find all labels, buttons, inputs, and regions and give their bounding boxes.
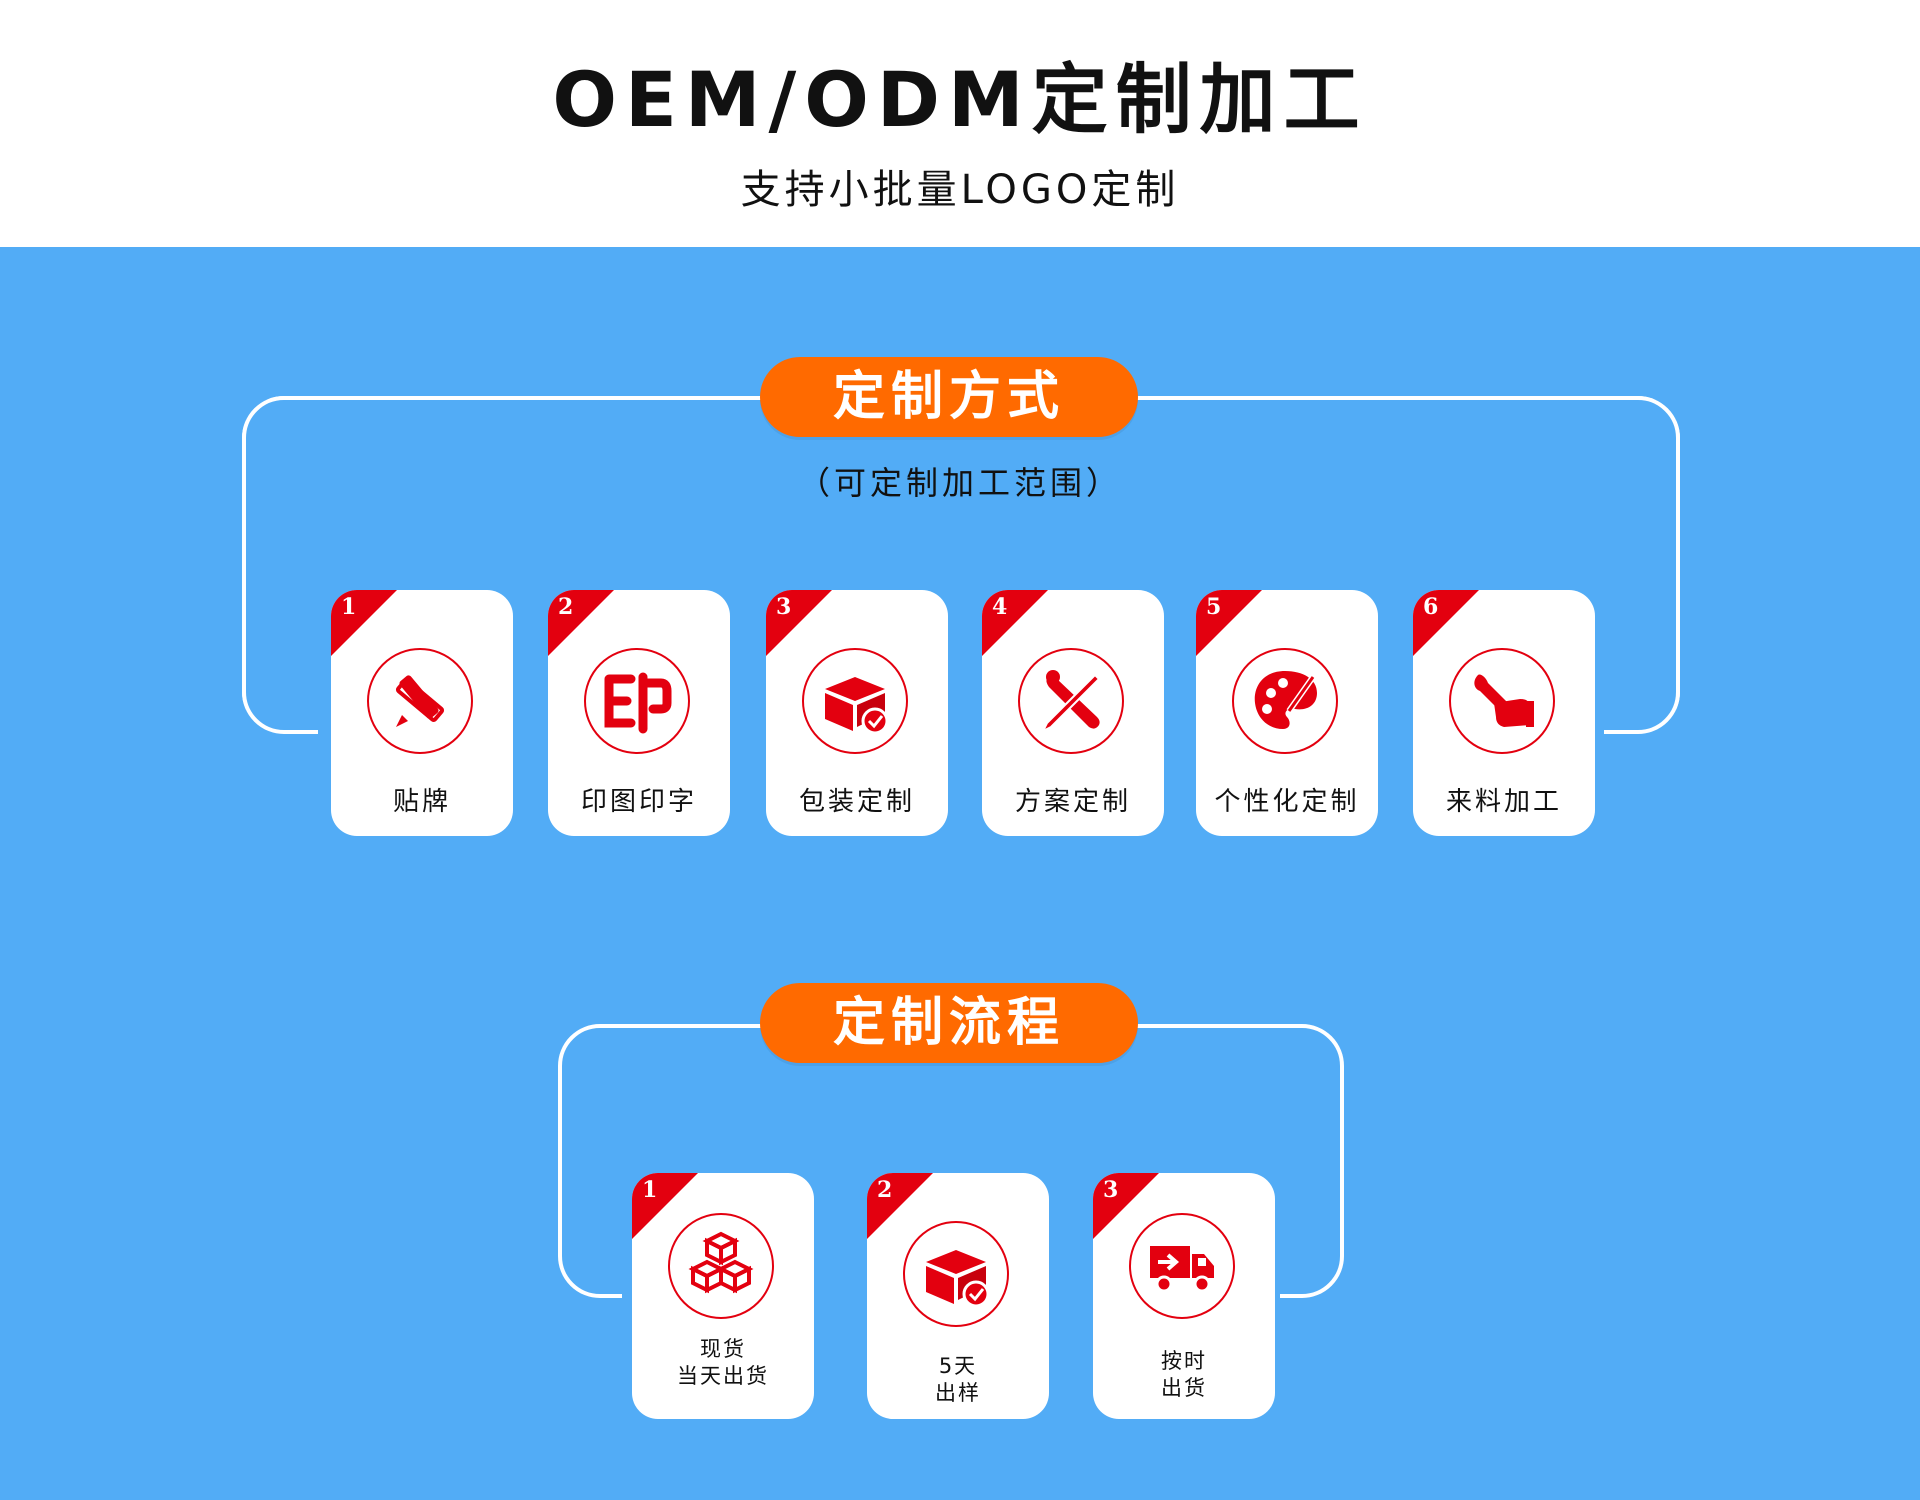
stacked-boxes-icon xyxy=(668,1213,774,1319)
card-label: 贴牌 xyxy=(392,787,451,817)
number-corner xyxy=(331,590,397,656)
number-corner xyxy=(1196,590,1262,656)
paint-palette-icon xyxy=(1232,648,1338,754)
card-label-line1: 现货 xyxy=(700,1337,746,1361)
number-corner xyxy=(867,1173,933,1239)
package-check-icon xyxy=(903,1221,1009,1327)
card-label-line1: 5天 xyxy=(938,1354,978,1378)
number-corner xyxy=(548,590,614,656)
pencil-ruler-icon xyxy=(367,648,473,754)
card-number: 2 xyxy=(877,1177,893,1203)
print-seal-icon xyxy=(584,648,690,754)
process-pill: 定制流程 xyxy=(760,983,1138,1063)
card-number: 1 xyxy=(341,594,357,620)
page-title: OEM/ODM定制加工 xyxy=(552,55,1368,144)
card-label-line1: 按时 xyxy=(1161,1349,1207,1373)
method-card-3[interactable]: 3 包装定制 xyxy=(766,590,948,836)
number-corner xyxy=(1413,590,1479,656)
header: OEM/ODM定制加工 支持小批量LOGO定制 xyxy=(0,0,1920,247)
package-check-icon xyxy=(802,648,908,754)
number-corner xyxy=(766,590,832,656)
number-corner xyxy=(982,590,1048,656)
card-number: 4 xyxy=(992,594,1008,620)
card-number: 2 xyxy=(558,594,574,620)
brush-pen-icon xyxy=(1018,648,1124,754)
methods-frame-bottom-mask xyxy=(318,700,1604,740)
card-label-line2: 出货 xyxy=(1161,1376,1207,1400)
method-card-4[interactable]: 4 方案定制 xyxy=(982,590,1164,836)
card-label-line2: 出样 xyxy=(935,1381,981,1405)
methods-range-note: （可定制加工范围） xyxy=(797,464,1122,502)
methods-pill: 定制方式 xyxy=(760,357,1138,437)
card-number: 3 xyxy=(776,594,792,620)
card-number: 5 xyxy=(1206,594,1222,620)
method-card-1[interactable]: 1 贴牌 xyxy=(331,590,513,836)
delivery-truck-icon xyxy=(1129,1213,1235,1319)
process-card-1[interactable]: 1 现货 当天出货 xyxy=(632,1173,814,1419)
process-card-3[interactable]: 3 按时 出货 xyxy=(1093,1173,1275,1419)
card-label: 印图印字 xyxy=(580,787,697,817)
card-label: 方案定制 xyxy=(1014,787,1131,817)
wrench-hand-icon xyxy=(1449,648,1555,754)
card-number: 6 xyxy=(1423,594,1439,620)
card-label: 来料加工 xyxy=(1445,787,1562,817)
process-card-2[interactable]: 2 5天 出样 xyxy=(867,1173,1049,1419)
method-card-6[interactable]: 6 来料加工 xyxy=(1413,590,1595,836)
card-label: 个性化定制 xyxy=(1214,787,1360,817)
card-label: 包装定制 xyxy=(798,787,915,817)
card-number: 3 xyxy=(1103,1177,1119,1203)
card-label-line2: 当天出货 xyxy=(677,1364,769,1388)
method-card-2[interactable]: 2 印图印字 xyxy=(548,590,730,836)
method-card-5[interactable]: 5 个性化定制 xyxy=(1196,590,1378,836)
card-number: 1 xyxy=(642,1177,658,1203)
page-subtitle: 支持小批量LOGO定制 xyxy=(740,167,1180,213)
